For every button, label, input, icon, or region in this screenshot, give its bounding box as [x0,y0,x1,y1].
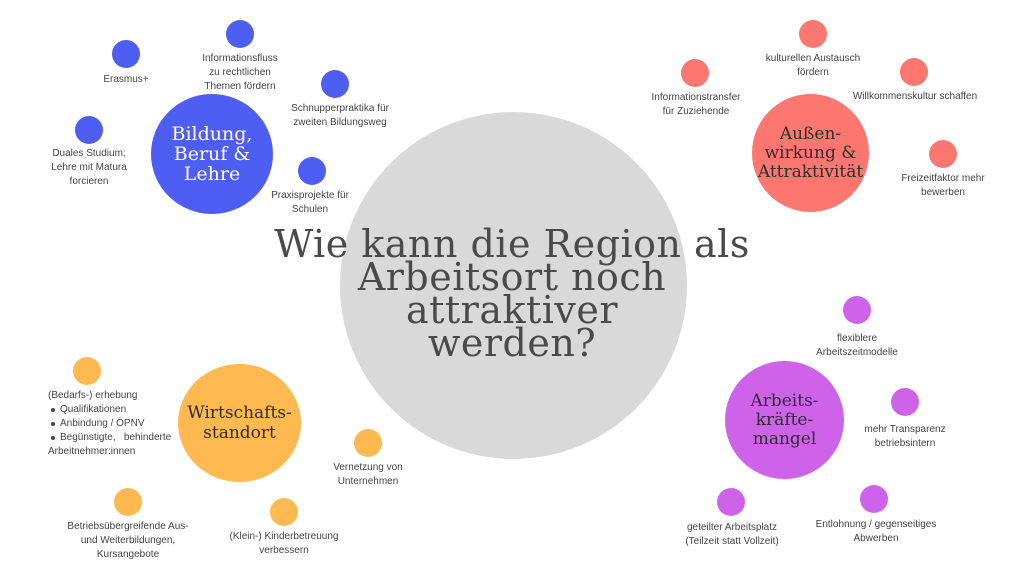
node-dot-informationsfluss [226,20,254,48]
central-question: Wie kann die Region als Arbeitsort noch … [250,222,774,365]
node-dot-betriebsuebergreifend [114,488,142,516]
node-dot-kulturellen-austausch [799,20,827,48]
node-dot-erasmus [112,40,140,68]
node-label-erasmus: Erasmus+ [103,74,149,85]
hub-title-line: Attraktivität [757,161,864,182]
node-dot-vernetzung [354,429,382,457]
node-dot-mehr-transparenz [891,388,919,416]
node-label-willkommenskultur: Willkommenskultur schaffen [852,91,978,102]
hub-title-line: standort [203,423,276,443]
bedarf-continuation: Arbeitnehmer:innen [48,446,136,457]
bedarf-list: Qualifikationen Anbindung / ÖPNV Begünst… [48,403,198,445]
hub-bildung-beruf-lehre: Bildung, Beruf & Lehre [151,94,273,214]
node-label-betriebsuebergreifend: Betriebsübergreifende Aus- und Weiterbil… [67,521,189,560]
hub-title-line: Lehre [183,163,241,185]
node-label-flexiblere-arbeitszeit: flexiblere Arbeitszeitmodelle [816,333,898,358]
node-dot-praxisprojekte [298,157,326,185]
node-dot-flexiblere-arbeitszeit [843,296,871,324]
node-label-kinderbetreuung: (Klein-) Kinderbetreuung verbessern [229,531,339,556]
hub-wirtschaftsstandort: Wirtschafts- standort [178,364,301,482]
hub-aussenwirkung-attraktivitaet: Außen- wirkung & Attraktivität [752,94,869,212]
hub-title-line: Bildung, [171,123,253,145]
node-label-schnupperpraktika: Schnupperpraktika für zweiten Bildungswe… [291,103,389,128]
node-label-mehr-transparenz: mehr Transparenz betriebsintern [864,424,946,449]
node-label-vernetzung: Vernetzung von Unternehmen [333,462,403,487]
hub-arbeitskraeftemangel: Arbeits- kräfte- mangel [725,361,844,479]
node-label-informationstransfer: Informationstransfer für Zuziehende [651,92,741,117]
node-label-geteilter-arbeitsplatz: geteilter Arbeitsplatz (Teilzeit statt V… [685,522,779,547]
node-dot-bedarfserhebung [73,357,101,385]
node-dot-entlohnung [860,485,888,513]
bedarf-bullet: Begünstigte, behinderte [51,431,198,445]
hub-title-line: wirkung & [764,142,857,163]
central-circle [340,112,687,459]
node-dot-willkommenskultur [900,58,928,86]
hub-title-line: mangel [752,428,817,449]
node-label-duales-studium: Duales Studium; Lehre mit Matura forcier… [51,148,127,187]
hub-title-line: Wirtschafts- [187,403,292,423]
node-dot-freizeitfaktor [929,140,957,168]
node-label-praxisprojekte: Praxisprojekte für Schulen [271,190,349,215]
node-label-informationsfluss: Informationsfluss zu rechtlichen Themen … [202,53,278,92]
hub-title-line: Arbeits- [750,390,819,411]
bedarf-bullet: Qualifikationen [51,403,198,417]
central-question-line: werden? [427,321,597,365]
bedarf-bullet: Anbindung / ÖPNV [51,417,198,431]
central-question-line: Arbeitsort noch attraktiver [357,255,667,332]
node-dot-geteilter-arbeitsplatz [717,488,745,516]
node-label-bedarfserhebung: (Bedarfs-) erhebung Qualifikationen Anbi… [48,389,198,459]
node-dot-kinderbetreuung [270,498,298,526]
hub-title-line: kräfte- [755,409,814,430]
node-dot-duales-studium [75,116,103,144]
node-label-entlohnung: Entlohnung / gegenseitiges Abwerben [815,519,937,544]
hub-title-line: Beruf & [173,143,251,165]
bedarf-heading: (Bedarfs-) erhebung [48,390,138,401]
node-label-freizeitfaktor: Freizeitfaktor mehr bewerben [901,173,985,198]
central-question-line: Wie kann die Region als [274,222,750,266]
node-label-kulturellen-austausch: kulturellen Austausch fördern [765,53,861,78]
node-dot-schnupperpraktika [321,70,349,98]
node-dot-informationstransfer [681,59,709,87]
hub-title-line: Außen- [779,123,842,144]
